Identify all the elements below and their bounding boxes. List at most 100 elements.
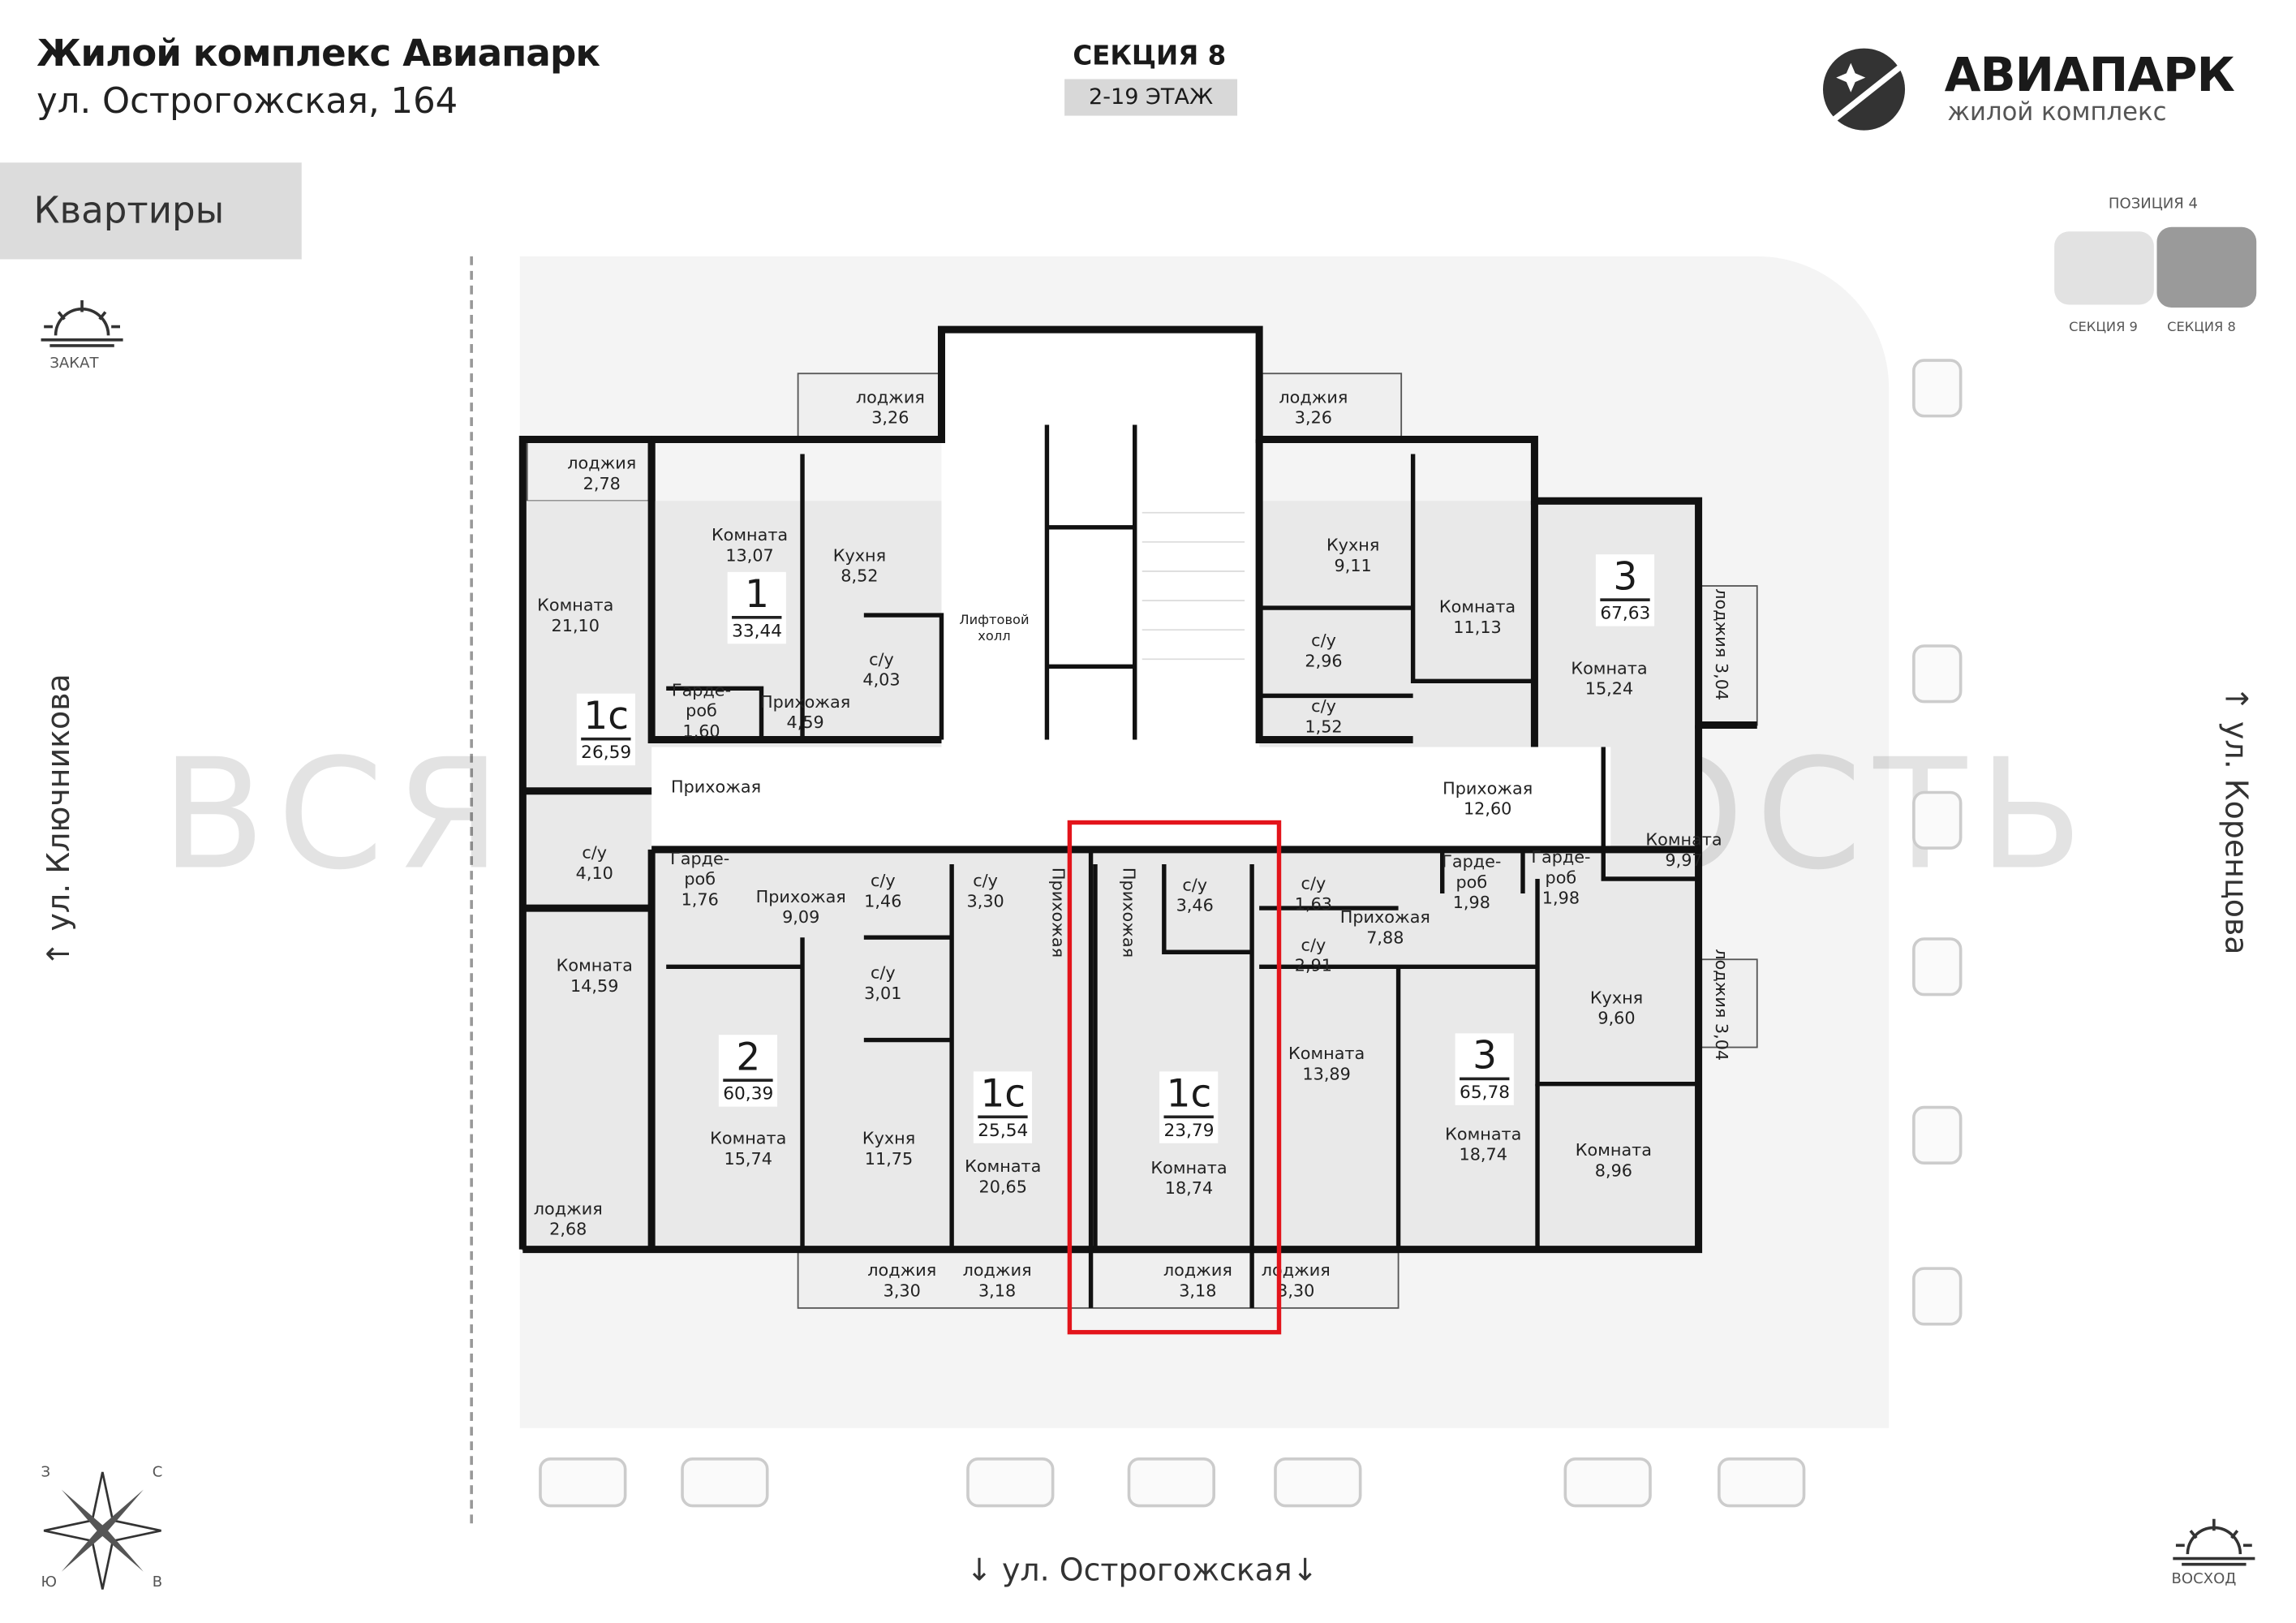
room-label: Гарде- роб 1,98 — [1442, 851, 1501, 913]
street-name-right: ул. Коренцова — [2218, 721, 2254, 955]
room-area: 1,76 — [681, 889, 719, 910]
room-area: 3,30 — [1277, 1280, 1315, 1301]
room-label: Комната 14,59 — [557, 955, 633, 997]
room-label: Комната 11,13 — [1439, 596, 1516, 638]
room-label: с/у 1,52 — [1305, 695, 1342, 737]
car-icon — [1912, 644, 1963, 704]
room-label: лоджия 3,18 — [1163, 1259, 1232, 1301]
room-area: 2,91 — [1294, 954, 1333, 976]
room-label: лоджия 3,26 — [856, 387, 925, 428]
room-area: 13,89 — [1302, 1063, 1351, 1084]
room-label: лоджия 3,30 — [867, 1259, 936, 1301]
room-name: Комната — [537, 594, 614, 616]
apartment-area: 65,78 — [1460, 1077, 1511, 1102]
room-area: 13,07 — [725, 545, 774, 566]
apartment-area: 25,54 — [978, 1115, 1029, 1140]
room-area: 9,97 — [1665, 849, 1703, 871]
room-name: Комната — [711, 524, 789, 545]
room-name: Прихожая — [755, 886, 846, 907]
room-area: 3,04 — [1711, 1022, 1733, 1061]
apartment-type: 3 — [1473, 1035, 1497, 1079]
room-name: Кухня — [1326, 534, 1380, 556]
tab-apartments[interactable]: Квартиры — [0, 162, 302, 260]
street-name-bottom: ул. Острогожская — [1001, 1552, 1292, 1588]
room-label: Комната 15,24 — [1571, 657, 1647, 699]
minimap-section-9-label: СЕКЦИЯ 9 — [2069, 321, 2138, 336]
compass-west: З — [41, 1465, 51, 1481]
room-name: с/у — [1301, 872, 1326, 894]
room-label: лоджия 2,78 — [567, 453, 636, 494]
apartment-area: 60,39 — [723, 1078, 774, 1104]
car-icon — [1912, 1267, 1963, 1326]
room-area: 4,03 — [862, 669, 901, 691]
room-area: 15,24 — [1584, 678, 1634, 699]
apartment-type: 3 — [1613, 555, 1638, 601]
room-label: с/у 1,46 — [864, 870, 901, 911]
room-area: 3,30 — [883, 1280, 921, 1301]
room-name: с/у — [1311, 630, 1336, 651]
room-name: Комната — [1645, 829, 1722, 850]
room-name: лоджия — [962, 1259, 1032, 1281]
compass-rose-icon — [43, 1471, 161, 1590]
room-label: Комната 18,74 — [1445, 1123, 1521, 1165]
street-label-bottom: ↓ ул. Острогожская↓ — [966, 1552, 1318, 1587]
car-icon — [1912, 937, 1963, 997]
room-area: 15,74 — [724, 1148, 772, 1169]
room-area: 1,60 — [682, 721, 720, 742]
selected-apartment-highlight[interactable] — [1067, 820, 1282, 1335]
room-name: Комната — [556, 954, 633, 976]
room-label: с/у 3,01 — [864, 962, 901, 1004]
arrow-up-icon: ↑ — [2218, 686, 2254, 721]
room-area: 1,52 — [1305, 716, 1343, 737]
room-area: 3,26 — [871, 407, 909, 428]
room-area: холл — [978, 630, 1011, 645]
room-name: лоджия — [1711, 949, 1733, 1018]
site-boundary-line — [470, 256, 473, 1524]
room-name: Комната — [965, 1156, 1042, 1177]
room-name: Комната — [1438, 596, 1516, 617]
room-area: 1,98 — [1541, 887, 1580, 909]
room-label: Гарде- роб 1,76 — [670, 848, 729, 910]
room-name: Комната — [1150, 1156, 1228, 1178]
room-label: Прихожая 9,09 — [756, 886, 846, 928]
room-label: лоджия 3,18 — [963, 1259, 1032, 1301]
room-label: лоджия 3,30 — [1262, 1259, 1331, 1301]
car-icon — [681, 1457, 769, 1508]
room-name: с/у — [870, 870, 896, 891]
room-area: 9,09 — [782, 906, 820, 928]
minimap-section-9[interactable] — [2054, 231, 2154, 305]
room-name: лоджия — [1279, 386, 1348, 407]
room-name: с/у — [1182, 874, 1208, 895]
room-label: Кухня 9,11 — [1326, 535, 1379, 576]
apartment-area: 26,59 — [581, 737, 632, 763]
section-label: СЕКЦИЯ 8 — [1073, 41, 1227, 72]
car-icon — [966, 1457, 1055, 1508]
street-label-right: ↑ ул. Коренцова — [2218, 686, 2253, 954]
room-area: 1,98 — [1452, 892, 1490, 913]
compass-east: В — [152, 1574, 163, 1591]
room-area: 18,74 — [1459, 1143, 1507, 1165]
room-name: Лифтовой — [959, 613, 1030, 629]
room-name: Прихожая — [1339, 906, 1430, 928]
complex-address: ул. Острогожская, 164 — [37, 80, 458, 122]
room-label: Кухня 8,52 — [833, 545, 886, 586]
minimap-section-8[interactable] — [2156, 226, 2257, 308]
room-area: 1,46 — [864, 890, 902, 911]
room-name: лоджия — [1711, 588, 1733, 658]
room-area: 8,52 — [841, 565, 879, 586]
room-label: Комната 9,97 — [1645, 829, 1722, 871]
complex-title: Жилой комплекс Авиапарк — [37, 32, 600, 75]
room-label: Прихожая 7,88 — [1340, 906, 1430, 948]
room-area: 3,46 — [1176, 894, 1214, 916]
room-name: Прихожая — [670, 776, 762, 797]
room-name: Гарде- роб — [671, 679, 732, 721]
